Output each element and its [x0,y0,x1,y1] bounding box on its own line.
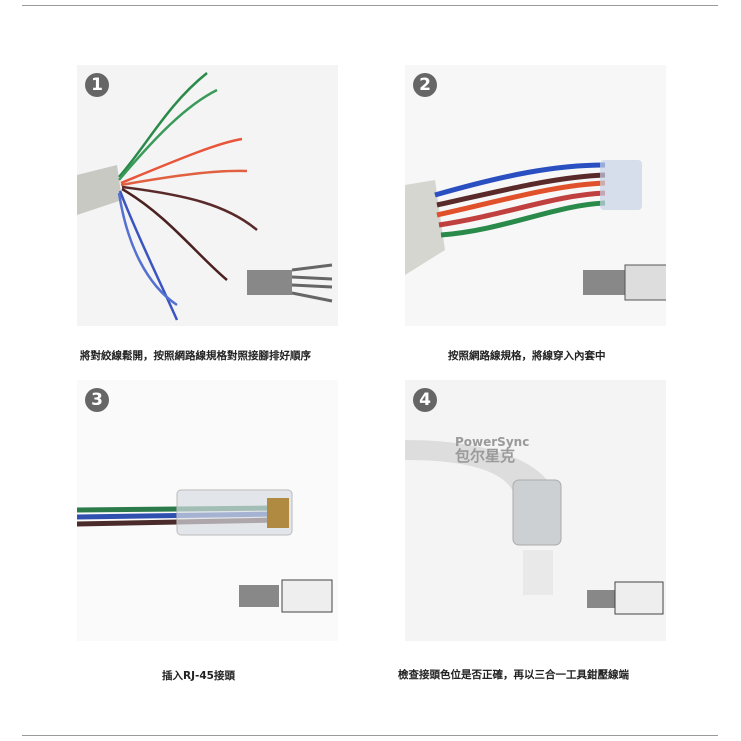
step-3-photo: 3 [77,380,338,641]
crimped-connector-image [405,380,666,641]
step-number-badge: 4 [413,388,437,412]
step-3-caption: 插入RJ-45接頭 [162,670,235,682]
step-number-badge: 3 [85,388,109,412]
step-2-caption: 按照網路線規格，將線穿入內套中 [448,350,606,362]
bottom-divider [22,735,718,736]
step-1-caption: 將對絞線鬆開，按照網路線規格對照接腳排好順序 [80,350,311,362]
step-4-caption: 檢查接頭色位是否正確，再以三合一工具鉗壓線端 [398,669,629,681]
step-1-photo: 1 [77,65,338,326]
step-2-photo: 2 [405,65,666,326]
wires-into-connector-image [405,65,666,326]
step-number-badge: 2 [413,73,437,97]
step-number-badge: 1 [85,73,109,97]
rj45-insert-image [77,380,338,641]
top-divider [22,5,718,6]
untwisted-wires-image [77,65,338,326]
